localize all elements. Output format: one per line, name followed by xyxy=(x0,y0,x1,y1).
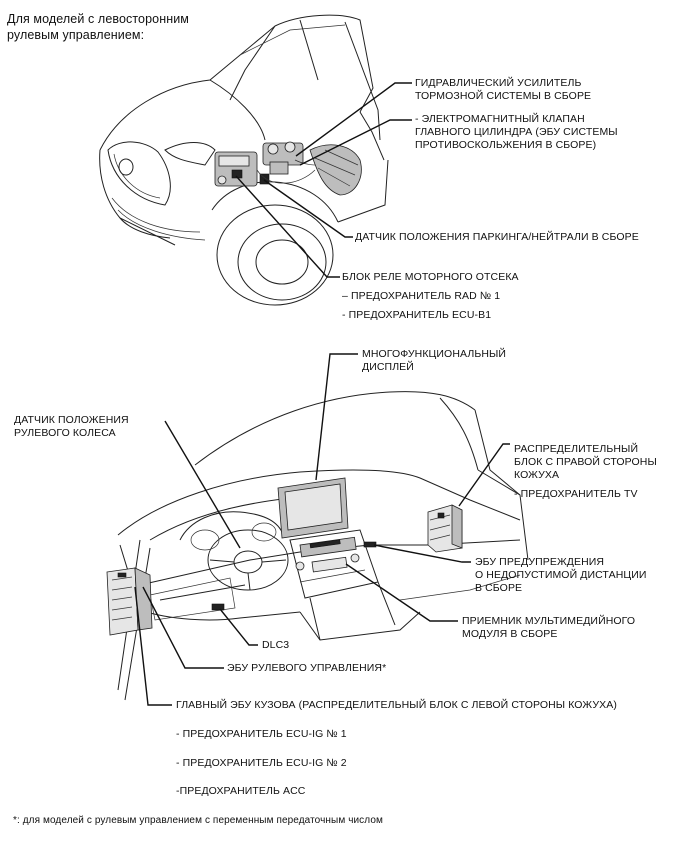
label-fuse-rad: – ПРЕДОХРАНИТЕЛЬ RAD № 1 xyxy=(342,290,501,302)
label-steering-sensor-line2: РУЛЕВОГО КОЛЕСА xyxy=(14,427,116,439)
label-solenoid-line2: ГЛАВНОГО ЦИЛИНДРА (ЭБУ СИСТЕМЫ xyxy=(415,126,618,138)
label-fuse-acc: -ПРЕДОХРАНИТЕЛЬ ACC xyxy=(176,785,306,797)
header-text: Для моделей с левосторонним рулевым упра… xyxy=(7,12,189,42)
label-fuse-ecu-b1: - ПРЕДОХРАНИТЕЛЬ ECU-B1 xyxy=(342,309,492,321)
leader-lines-top xyxy=(235,82,412,278)
footnote: *: для моделей с рулевым управлением с п… xyxy=(13,815,383,826)
label-hydraulic-booster-line1: ГИДРАВЛИЧЕСКИЙ УСИЛИТЕЛЬ xyxy=(415,77,582,89)
label-steering-ecu: ЭБУ РУЛЕВОГО УПРАВЛЕНИЯ* xyxy=(227,662,387,674)
label-distance-ecu-line1: ЭБУ ПРЕДУПРЕЖДЕНИЯ xyxy=(475,556,605,568)
label-fuse-ecu-ig1: - ПРЕДОХРАНИТЕЛЬ ECU-IG № 1 xyxy=(176,728,347,740)
label-dlc3: DLC3 xyxy=(262,639,290,651)
label-distance-ecu-line2: О НЕДОПУСТИМОЙ ДИСТАНЦИИ xyxy=(475,569,647,581)
label-park-neutral-sensor: ДАТЧИК ПОЛОЖЕНИЯ ПАРКИНГА/НЕЙТРАЛИ В СБО… xyxy=(355,231,639,243)
label-distance-ecu-line3: В СБОРЕ xyxy=(475,582,523,594)
label-rh-junction-line3: КОЖУХА xyxy=(514,469,560,481)
label-rh-junction-line2: БЛОК С ПРАВОЙ СТОРОНЫ xyxy=(514,456,657,468)
label-solenoid-line1: - ЭЛЕКТРОМАГНИТНЫЙ КЛАПАН xyxy=(415,113,585,125)
label-fuse-ecu-ig2: - ПРЕДОХРАНИТЕЛЬ ECU-IG № 2 xyxy=(176,757,347,769)
label-multi-display-line2: ДИСПЛЕЙ xyxy=(362,361,414,373)
label-hydraulic-booster-line2: ТОРМОЗНОЙ СИСТЕМЫ В СБОРЕ xyxy=(415,90,592,102)
label-rh-junction-line1: РАСПРЕДЕЛИТЕЛЬНЫЙ xyxy=(514,443,639,455)
dashboard-illustration xyxy=(106,391,529,701)
leader-lines-bottom xyxy=(134,353,510,706)
label-multimedia-line2: МОДУЛЯ В СБОРЕ xyxy=(462,628,558,640)
label-main-body-ecu: ГЛАВНЫЙ ЭБУ КУЗОВА (РАСПРЕДЕЛИТЕЛЬНЫЙ БЛ… xyxy=(176,699,617,711)
label-fuse-tv: - ПРЕДОХРАНИТЕЛЬ TV xyxy=(514,488,638,500)
label-engine-relay-block: БЛОК РЕЛЕ МОТОРНОГО ОТСЕКА xyxy=(342,271,519,283)
label-steering-sensor-line1: ДАТЧИК ПОЛОЖЕНИЯ xyxy=(14,414,129,426)
vehicle-front-illustration xyxy=(99,14,389,306)
label-multimedia-line1: ПРИЕМНИК МУЛЬТИМЕДИЙНОГО xyxy=(462,615,636,627)
label-solenoid-line3: ПРОТИВОСКОЛЬЖЕНИЯ В СБОРЕ) xyxy=(415,139,597,151)
page-header: Для моделей с левосторонним рулевым упра… xyxy=(7,11,189,43)
label-multi-display-line1: МНОГОФУНКЦИОНАЛЬНЫЙ xyxy=(362,348,507,360)
